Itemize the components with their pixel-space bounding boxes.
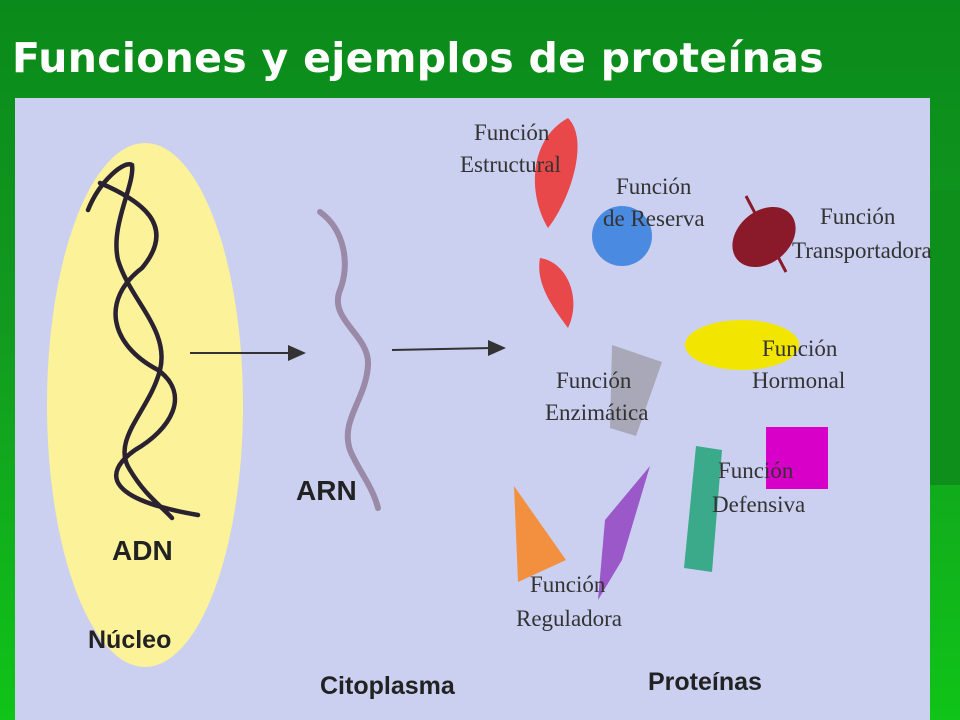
enzimatica-shape xyxy=(610,345,662,436)
label-estructural-2: Estructural xyxy=(460,152,561,177)
reguladora-purple-shape xyxy=(598,466,650,600)
dna-strand-2 xyxy=(85,162,175,521)
hormonal-ellipse xyxy=(685,320,799,370)
label-estructural-1: Función xyxy=(474,120,550,145)
label-enzimatica-1: Función xyxy=(556,368,632,393)
decorative-strip xyxy=(930,190,960,485)
slide-title: Funciones y ejemplos de proteínas xyxy=(12,34,824,82)
label-reguladora-1: Función xyxy=(530,572,606,597)
label-enzimatica-2: Enzimática xyxy=(545,400,648,425)
label-reserva-2: de Reserva xyxy=(603,206,705,231)
label-reguladora-2: Reguladora xyxy=(516,606,622,631)
rna-strand xyxy=(317,209,381,511)
defensiva-bar xyxy=(684,446,722,572)
label-reserva-1: Función xyxy=(616,174,692,199)
label-hormonal-1: Función xyxy=(762,336,838,361)
label-cytoplasm: Citoplasma xyxy=(320,672,456,700)
transportadora-ellipse xyxy=(732,206,796,268)
arrow-rna-to-proteins xyxy=(391,340,506,356)
label-proteins: Proteínas xyxy=(648,668,762,696)
label-rna: ARN xyxy=(296,475,357,506)
defensiva-square xyxy=(766,427,828,489)
label-nucleus: Núcleo xyxy=(88,626,171,654)
label-defensiva-2: Defensiva xyxy=(712,492,805,517)
label-transportadora-1: Función xyxy=(820,204,896,229)
transportadora-stick xyxy=(744,195,788,273)
estructural-shape-top xyxy=(534,118,578,228)
label-dna: ADN xyxy=(112,535,173,566)
label-defensiva-1: Función xyxy=(718,458,794,483)
estructural-shape-bottom xyxy=(539,258,574,328)
label-hormonal-2: Hormonal xyxy=(752,368,845,393)
reserva-circle xyxy=(592,206,652,266)
arrow-nucleus-to-rna xyxy=(190,345,306,361)
label-transportadora-2: Transportadora xyxy=(792,238,932,263)
reguladora-triangle xyxy=(514,486,566,582)
